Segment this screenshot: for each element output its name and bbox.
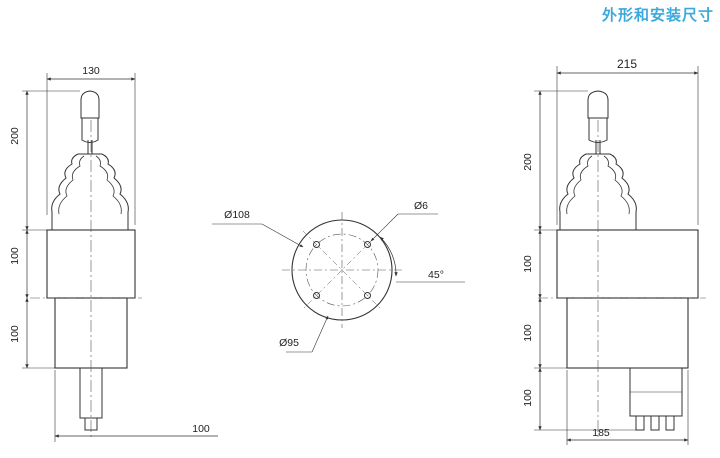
left-height-label-3: 100 <box>9 325 21 343</box>
right-width-label: 215 <box>617 57 637 71</box>
hole-diameter-label: Ø6 <box>414 200 428 212</box>
left-offset-label: 100 <box>192 423 210 435</box>
pcd-label: Ø108 <box>224 209 250 221</box>
left-view <box>22 73 218 442</box>
left-width-label: 130 <box>82 65 100 77</box>
page-title: 外形和安装尺寸 <box>601 6 714 24</box>
center-view <box>212 212 465 353</box>
inner-diameter-label: Ø95 <box>279 337 299 349</box>
left-height-label-2: 100 <box>9 247 21 265</box>
right-view <box>534 66 706 445</box>
angle-label: 45° <box>428 269 444 281</box>
right-height-label-4: 100 <box>522 389 534 407</box>
right-height-label-3: 100 <box>522 324 534 342</box>
right-height-label-2: 100 <box>522 255 534 273</box>
right-base-label: 185 <box>592 427 610 439</box>
left-height-label-1: 200 <box>9 127 21 145</box>
right-height-label-1: 200 <box>522 153 534 171</box>
